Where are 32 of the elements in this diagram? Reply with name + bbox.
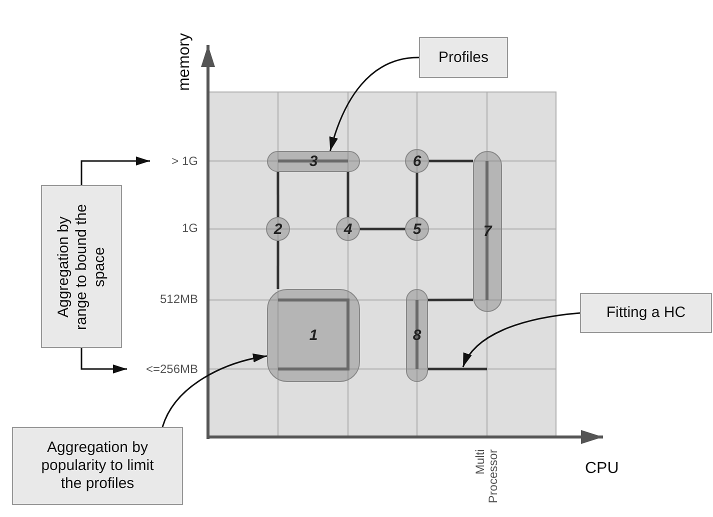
axis-tick-label: 512MB xyxy=(158,292,198,306)
profile-capsule: 3 xyxy=(267,151,360,172)
profile-circle: 2 xyxy=(266,217,290,241)
axis-title: CPU xyxy=(585,460,619,478)
profile-capsule: 8 xyxy=(406,289,428,382)
profile-capsule: 7 xyxy=(473,151,502,312)
profile-region: 1 xyxy=(267,289,360,382)
profile-circle: 4 xyxy=(336,217,360,241)
connector-line xyxy=(346,172,350,217)
leader-arrow xyxy=(80,348,127,374)
leader-arrow xyxy=(462,312,580,368)
callout-box: Aggregation by popularity to limit the profiles xyxy=(12,427,183,505)
callout-box: Aggregation by range to bound the space xyxy=(41,185,122,348)
connector-line xyxy=(428,368,487,370)
axis-tick-label: Multi Processor xyxy=(474,449,500,506)
axis-tick-label: <=256MB xyxy=(127,361,198,377)
connector-line xyxy=(429,160,473,162)
connector-line xyxy=(428,298,473,302)
axis-tick-label: > 1G xyxy=(150,153,198,169)
leader-arrow xyxy=(330,56,420,152)
connector-line xyxy=(276,172,280,217)
axis-title: memory xyxy=(176,33,194,91)
leader-arrow xyxy=(80,156,150,185)
leader-arrow xyxy=(162,354,268,428)
connector-line xyxy=(276,241,280,289)
axis-tick-label: 1G xyxy=(180,221,198,235)
callout-box: Fitting a HC xyxy=(580,293,712,333)
callout-box: Profiles xyxy=(419,37,508,78)
profile-circle: 6 xyxy=(405,149,429,173)
connector-line xyxy=(416,173,418,217)
profile-circle: 5 xyxy=(405,217,429,241)
connector-line xyxy=(360,228,405,230)
